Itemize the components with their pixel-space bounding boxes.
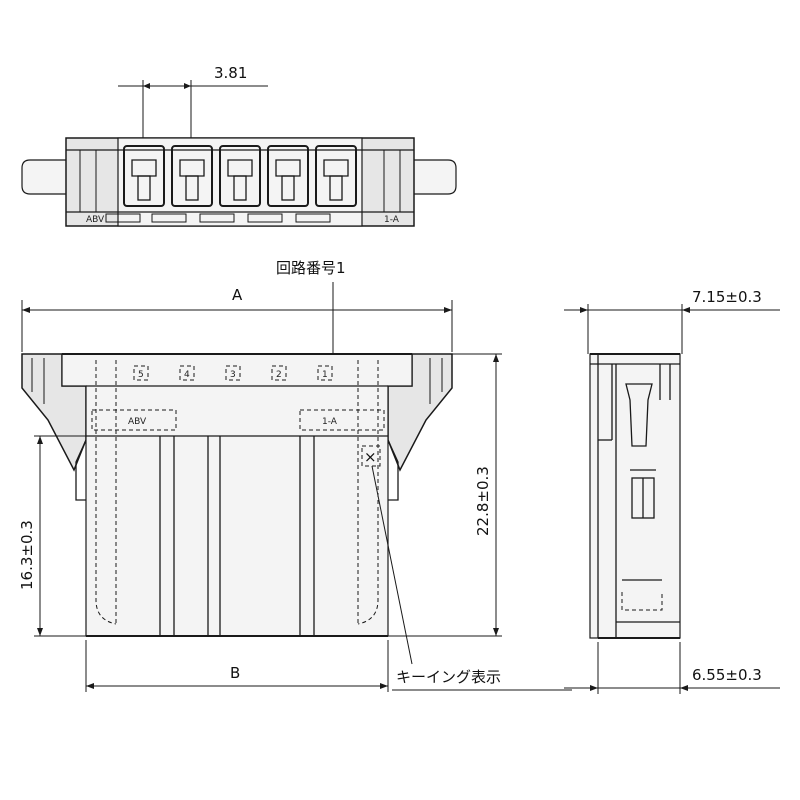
- cavity-number-5: 5: [138, 370, 144, 380]
- dimension-b: B: [230, 664, 240, 682]
- top-view: 3.81: [21, 64, 457, 227]
- dimension-height-housing: 16.3±0.3: [18, 520, 36, 590]
- keying-label: キーイング表示: [396, 668, 501, 686]
- cavity-3: [219, 145, 261, 207]
- front-marking-left: ABV: [128, 417, 147, 427]
- cavity-2: [171, 145, 213, 207]
- front-view: A 回路番号1: [18, 259, 572, 692]
- circuit-number-label: 回路番号1: [276, 259, 346, 277]
- cavity-4: [267, 145, 309, 207]
- cavity-5: [315, 145, 357, 207]
- cavity-number-4: 4: [184, 370, 190, 380]
- front-marking-right: 1-A: [322, 417, 338, 427]
- top-marking-left: ABV: [86, 215, 105, 225]
- top-marking-right: 1-A: [384, 215, 400, 225]
- dimension-depth-bottom: 6.55±0.3: [692, 666, 762, 684]
- dimension-height-total: 22.8±0.3: [474, 466, 492, 536]
- cavity-1: [123, 145, 165, 207]
- cavity-number-1: 1: [322, 370, 328, 380]
- keying-mark: ×: [364, 448, 377, 466]
- side-view: 7.15±0.3 6.55±0.3: [564, 288, 780, 694]
- dimension-depth-top: 7.15±0.3: [692, 288, 762, 306]
- pitch-dimension: 3.81: [214, 64, 247, 82]
- cavity-number-3: 3: [230, 370, 236, 380]
- cavity-number-2: 2: [276, 370, 282, 380]
- dimension-a: A: [232, 286, 243, 304]
